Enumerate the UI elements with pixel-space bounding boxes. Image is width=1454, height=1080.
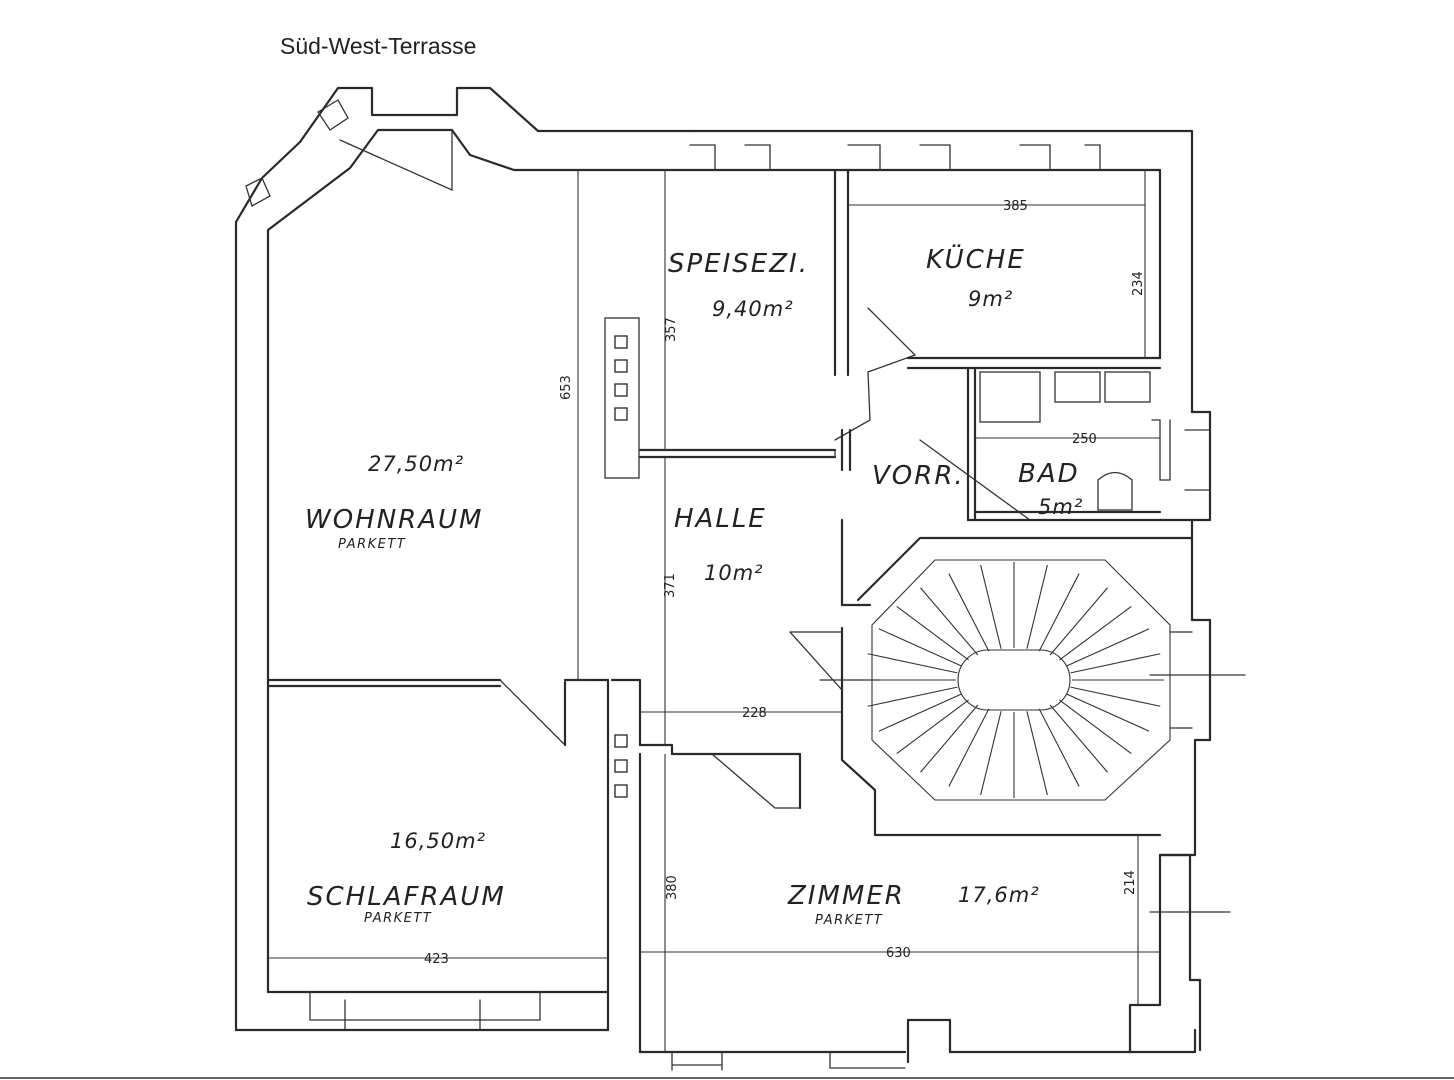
chimney-flues [614, 335, 628, 798]
stair-tread [1070, 686, 1161, 707]
dim-zimmer-depth: 380 [665, 875, 680, 900]
stair-tread [1049, 704, 1108, 773]
stair-tread [1026, 564, 1048, 649]
dim-zimmer-width: 630 [886, 946, 911, 961]
schlafraum-area: 16,50m² [390, 829, 486, 853]
stair-tread [1066, 693, 1150, 732]
zimmer-name: ZIMMER [787, 881, 905, 911]
staircase [864, 559, 1171, 801]
bad-area: 5m² [1038, 495, 1083, 519]
schlafraum-floor: PARKETT [364, 911, 432, 926]
vorraum-name: VORR. [872, 461, 965, 491]
stair-tread [1059, 699, 1132, 755]
dimension-lines [268, 169, 1160, 1052]
stair-tread [920, 587, 979, 656]
interior-walls [266, 168, 1194, 1054]
dim-kueche-depth: 234 [1131, 271, 1146, 296]
stair-tread [1066, 628, 1150, 667]
dim-speise-depth: 357 [664, 317, 679, 342]
wohnraum-name: WOHNRAUM [305, 505, 484, 535]
stair-tread [980, 711, 1002, 796]
stair-tread [878, 693, 962, 732]
stair-tread [878, 628, 962, 667]
halle-name: HALLE [674, 504, 767, 534]
halle-area: 10m² [704, 561, 764, 585]
stair-tread [1038, 708, 1080, 787]
dim-zimmer-window: 214 [1123, 870, 1138, 895]
zimmer-area: 17,6m² [958, 883, 1040, 907]
stair-tread [1059, 605, 1132, 661]
wohnraum-area: 27,50m² [368, 452, 464, 476]
kueche-area: 9m² [968, 287, 1013, 311]
kueche-name: KÜCHE [926, 243, 1026, 275]
schlafraum-name: SCHLAFRAUM [307, 882, 506, 912]
bad-name: BAD [1018, 459, 1080, 489]
stair-tread [896, 699, 969, 755]
stair-tread [1070, 653, 1161, 674]
speise-name: SPEISEZI. [668, 249, 809, 279]
terrace-label: Süd-West-Terrasse [280, 33, 476, 59]
dim-halle-depth: 371 [663, 573, 678, 598]
stair-tread [867, 686, 958, 707]
zimmer-floor: PARKETT [815, 913, 883, 928]
stair-tread [948, 708, 990, 787]
stair-tread [920, 704, 979, 773]
stair-tread [867, 653, 958, 674]
dim-kueche-width: 385 [1003, 199, 1028, 214]
stair-tread [896, 605, 969, 661]
dim-halle-width: 228 [742, 706, 767, 721]
outer-walls [234, 86, 1246, 1071]
wohnraum-floor: PARKETT [338, 537, 406, 552]
dim-bad-width: 250 [1072, 432, 1097, 447]
stair-tread [1038, 573, 1080, 652]
dim-schlaf-width: 423 [424, 952, 449, 967]
dim-wohnraum-length: 653 [559, 375, 574, 400]
stair-tread [948, 573, 990, 652]
speise-area: 9,40m² [712, 297, 794, 321]
stair-tread [1026, 711, 1048, 796]
stair-tread [980, 564, 1002, 649]
stair-tread [1049, 587, 1108, 656]
